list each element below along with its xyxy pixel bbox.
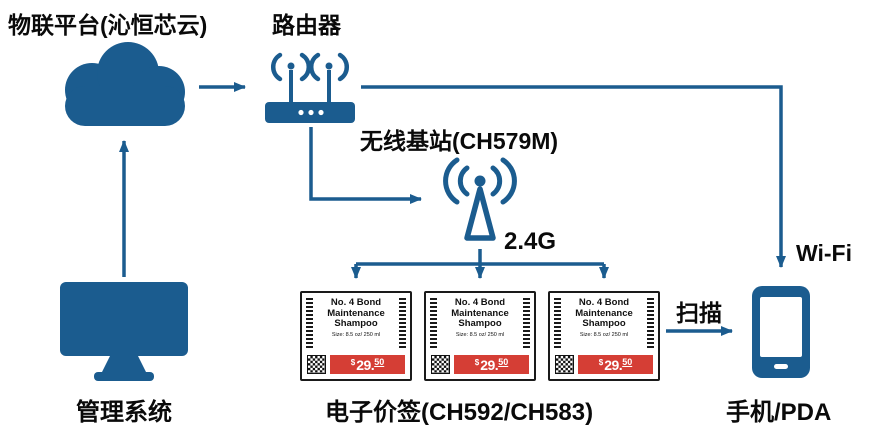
barcode-right xyxy=(399,298,406,348)
qr-code-icon xyxy=(431,355,450,374)
wire-router-to-phone xyxy=(361,85,786,268)
phone-icon xyxy=(750,284,812,380)
scan-label: 扫描 xyxy=(676,300,722,326)
tag-title-line2: Maintenance xyxy=(327,307,385,319)
wire-router-to-basestation xyxy=(309,127,422,204)
tag-product-title: No. 4 Bond Maintenance Shampoo xyxy=(563,297,645,330)
router-label: 路由器 xyxy=(272,12,341,38)
base-station-label: 无线基站(CH579M) xyxy=(360,128,559,154)
tag-title-line1: No. 4 Bond xyxy=(330,297,382,308)
management-system-label: 管理系统 xyxy=(76,399,172,426)
cloud-icon xyxy=(52,40,197,128)
price-integer: 29. xyxy=(604,356,623,373)
price-tag-3: No. 4 Bond Maintenance Shampoo Size: 8.5… xyxy=(548,291,660,381)
wifi-label: Wi-Fi xyxy=(796,240,852,266)
price-badge: $ 29. 50 xyxy=(578,355,653,374)
price-badge: $ 29. 50 xyxy=(454,355,529,374)
tag-title-line3: Shampoo xyxy=(458,318,502,330)
computer-monitor-icon xyxy=(58,280,190,386)
phone-pda-label: 手机/PDA xyxy=(726,399,832,426)
tag-title-line3: Shampoo xyxy=(582,318,626,330)
price-integer: 29. xyxy=(356,356,375,373)
price-tag-1: No. 4 Bond Maintenance Shampoo Size: 8.5… xyxy=(300,291,412,381)
tag-title-line2: Maintenance xyxy=(575,307,633,319)
price-cents: 50 xyxy=(498,357,509,367)
tag-title-line1: No. 4 Bond xyxy=(578,297,630,308)
price-currency: $ xyxy=(474,358,480,367)
tag-title-line1: No. 4 Bond xyxy=(454,297,506,308)
router-icon xyxy=(260,44,360,126)
tag-product-title: No. 4 Bond Maintenance Shampoo xyxy=(439,297,521,330)
price-badge: $ 29. 50 xyxy=(330,355,405,374)
qr-code-icon xyxy=(307,355,326,374)
barcode-right xyxy=(523,298,530,348)
tag-subtext: Size: 8.5 oz/ 250 ml xyxy=(331,331,381,338)
price-integer: 29. xyxy=(480,356,499,373)
barcode-left xyxy=(306,298,313,348)
price-currency: $ xyxy=(350,358,356,367)
tag-subtext: Size: 8.5 oz/ 250 ml xyxy=(579,331,629,338)
tag-product-title: No. 4 Bond Maintenance Shampoo xyxy=(315,297,397,330)
price-currency: $ xyxy=(598,358,604,367)
price-cents: 50 xyxy=(622,357,633,367)
barcode-left xyxy=(430,298,437,348)
tag-subtext: Size: 8.5 oz/ 250 ml xyxy=(455,331,505,338)
price-cents: 50 xyxy=(374,357,385,367)
price-tag-2: No. 4 Bond Maintenance Shampoo Size: 8.5… xyxy=(424,291,536,381)
barcode-left xyxy=(554,298,561,348)
band-2-4g-label: 2.4G xyxy=(504,228,557,255)
base-station-icon xyxy=(434,154,526,248)
barcode-right xyxy=(647,298,654,348)
esl-label: 电子价签(CH592/CH583) xyxy=(325,399,594,426)
tag-title-line3: Shampoo xyxy=(334,318,378,330)
tag-title-line2: Maintenance xyxy=(451,307,509,319)
qr-code-icon xyxy=(555,355,574,374)
iot-platform-label: 物联平台(沁恒芯云) xyxy=(8,12,208,38)
